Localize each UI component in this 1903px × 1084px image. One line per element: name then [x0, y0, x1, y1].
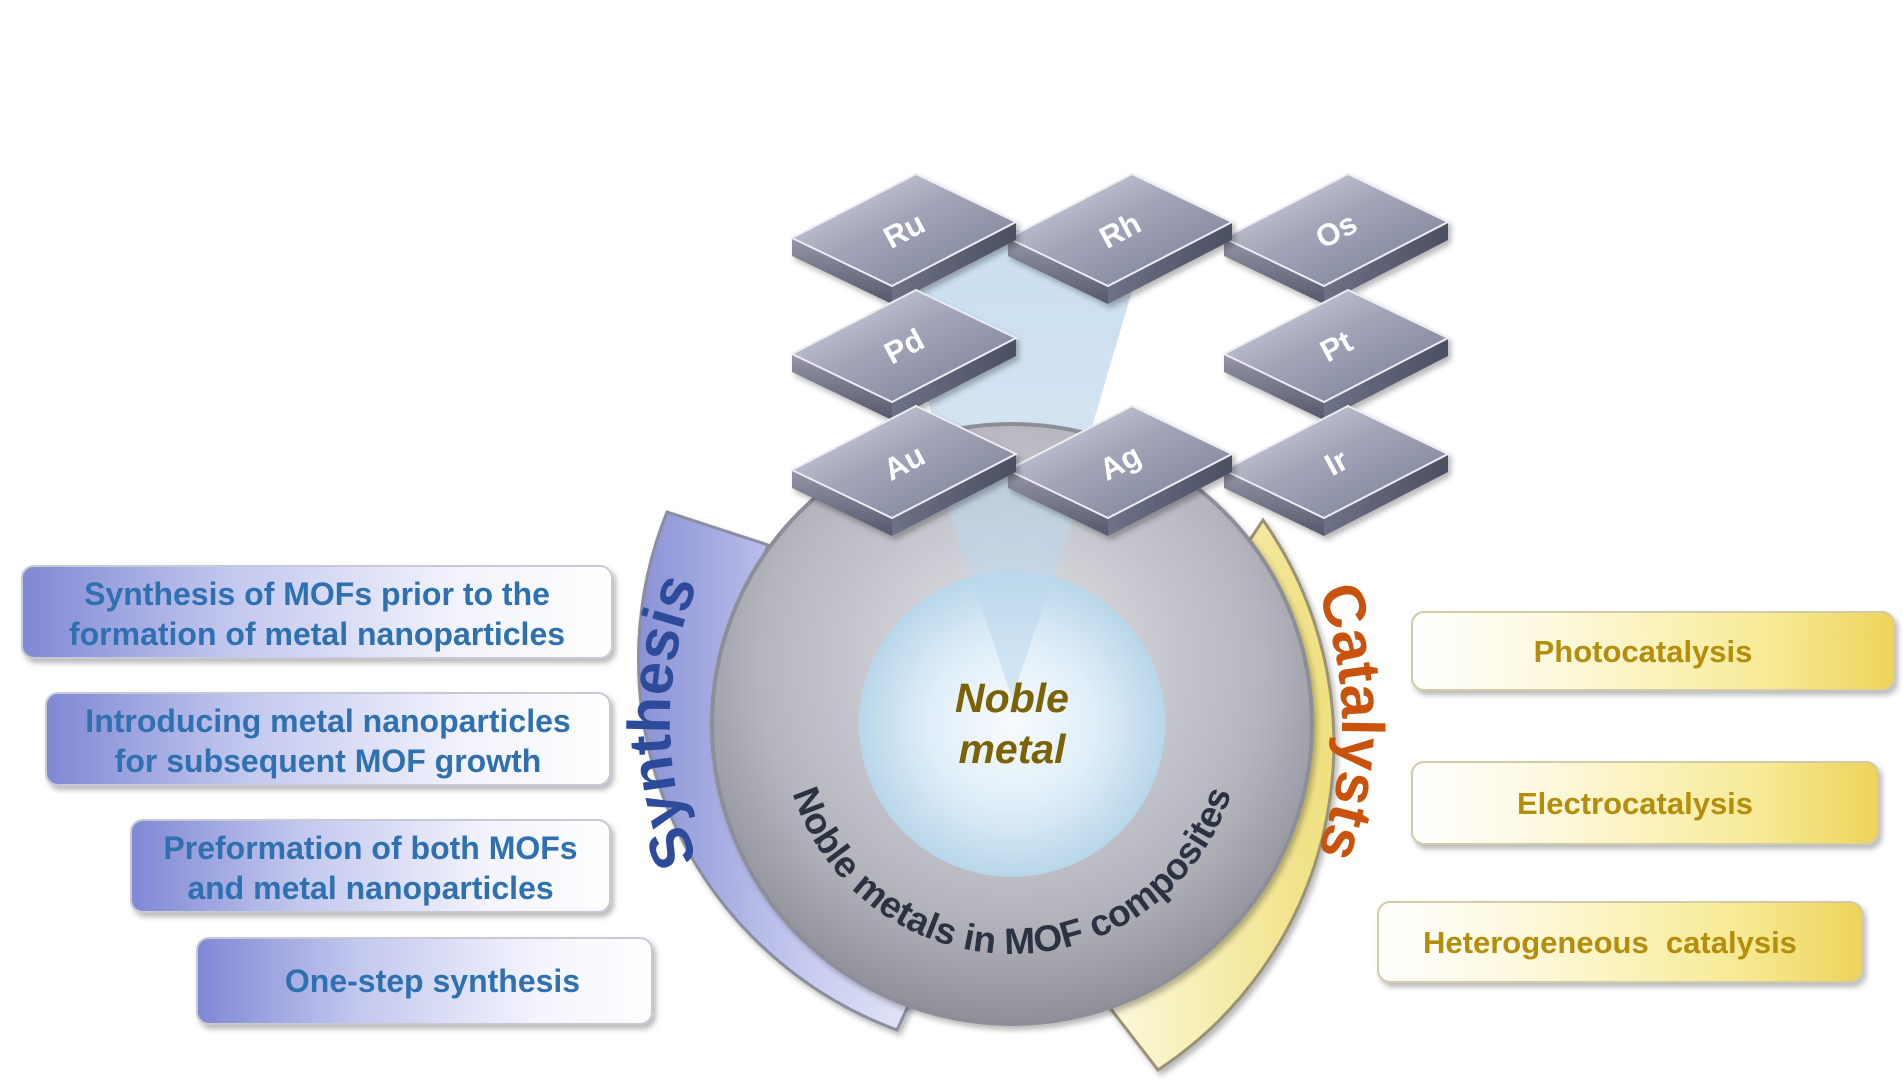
synthesis-method-box: Synthesis of MOFs prior to the formation … [21, 565, 613, 659]
inner-circle [859, 571, 1165, 877]
catalysis-application-box: Photocatalysis [1411, 611, 1895, 691]
synthesis-method-line1: Preformation of both MOFs [163, 830, 577, 866]
light-beam-inner [935, 470, 1090, 698]
tile-ag: Ag [1005, 404, 1235, 536]
synthesis-method-line2: and metal nanoparticles [187, 870, 553, 906]
synthesis-method-line2: formation of metal nanoparticles [69, 616, 565, 652]
synthesis-method-line2: for subsequent MOF growth [115, 743, 542, 779]
synthesis-method-line1: One-step synthesis [285, 963, 580, 999]
synthesis-method-box: One-step synthesis [196, 937, 653, 1025]
center-label-line2: metal [958, 726, 1067, 772]
tile-pt: Pt [1221, 288, 1451, 420]
synthesis-method-list: Synthesis of MOFs prior to the formation … [21, 565, 653, 1025]
catalysis-application-label: Electrocatalysis [1517, 786, 1753, 821]
tile-os: Os [1221, 172, 1451, 304]
tile-ru: Ru [789, 172, 1019, 304]
tile-rh: Rh [1005, 172, 1235, 304]
tile-au: Au [789, 404, 1019, 536]
synthesis-method-line1: Introducing metal nanoparticles [85, 703, 570, 739]
synthesis-method-line1: Synthesis of MOFs prior to the [84, 576, 550, 612]
center-label-line1: Noble [955, 675, 1069, 721]
synthesis-method-box: Preformation of both MOFs and metal nanop… [130, 819, 611, 913]
catalysis-application-list: PhotocatalysisElectrocatalysisHeterogene… [1377, 611, 1895, 983]
catalysis-application-label: Photocatalysis [1534, 634, 1753, 669]
synthesis-method-box: Introducing metal nanoparticles for subse… [45, 692, 611, 786]
catalysis-application-label: Heterogeneous catalysis [1423, 925, 1797, 960]
tile-ir: Ir [1221, 404, 1451, 536]
tile-pd: Pd [789, 288, 1019, 420]
catalysis-application-box: Heterogeneous catalysis [1377, 901, 1863, 983]
catalysis-application-box: Electrocatalysis [1411, 761, 1879, 845]
